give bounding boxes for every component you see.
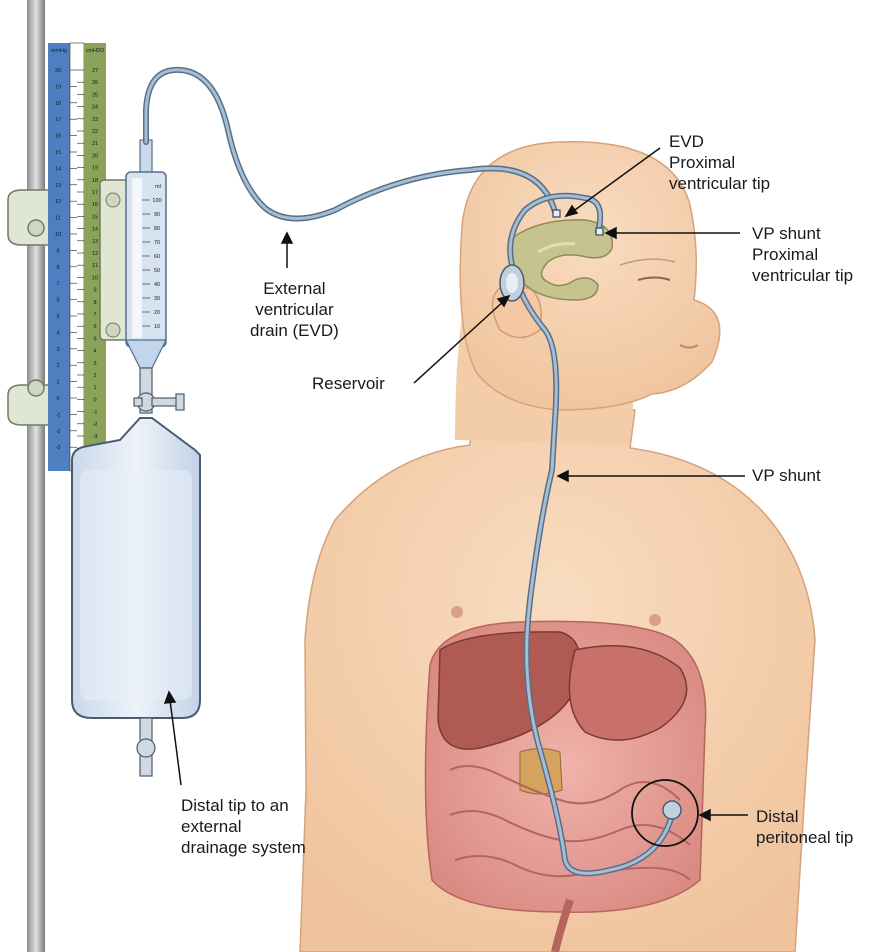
- chamber-header: ml: [155, 184, 161, 190]
- scale-label-cmh2o: 7: [93, 312, 96, 318]
- scale-label-cmh2o: 8: [93, 300, 96, 306]
- label-evd-proximal-tip: EVD Proximal ventricular tip: [669, 131, 770, 194]
- scale-label-cmh2o: 19: [92, 166, 98, 172]
- scale-label-cmh2o: 12: [92, 251, 98, 257]
- drip-chamber: ml 100 90 80 70 60 50 40 30 20 10: [126, 140, 166, 368]
- label-vp-shunt: VP shunt: [752, 465, 821, 486]
- evd-tip-marker: [553, 210, 560, 217]
- chamber-tick-label: 80: [154, 226, 160, 232]
- scale-label-mmhg: -2: [56, 429, 61, 435]
- chamber-tick-label: 40: [154, 282, 160, 288]
- label-distal-peritoneal-tip: Distal peritoneal tip: [756, 806, 853, 848]
- scale-header-left: mmHg: [51, 48, 67, 54]
- scale-label-cmh2o: 16: [92, 202, 98, 208]
- label-reservoir: Reservoir: [312, 373, 385, 394]
- scale-label-mmhg: 19: [55, 84, 61, 90]
- scale-label-cmh2o: 14: [92, 227, 98, 233]
- scale-label-cmh2o: 15: [92, 214, 98, 220]
- scale-label-cmh2o: 25: [92, 92, 98, 98]
- scale-label-mmhg: 6: [56, 298, 59, 304]
- scale-label-mmhg: 16: [55, 134, 61, 140]
- scale-label-cmh2o: 4: [93, 349, 96, 355]
- iv-pole: [27, 0, 45, 952]
- chamber-tick-label: 30: [154, 296, 160, 302]
- chamber-tick-label: 100: [152, 198, 161, 204]
- chamber-tick-label: 90: [154, 212, 160, 218]
- scale-label-mmhg: 0: [56, 396, 59, 402]
- scale-label-mmhg: 18: [55, 101, 61, 107]
- scale-label-mmhg: 12: [55, 199, 61, 205]
- scale-label-mmhg: 20: [55, 68, 61, 74]
- scale-label-mmhg: 8: [56, 265, 59, 271]
- scale-label-mmhg: 10: [55, 232, 61, 238]
- scale-label-mmhg: 4: [56, 330, 59, 336]
- label-external-ventricular-drain: External ventricular drain (EVD): [250, 278, 339, 341]
- scale-label-cmh2o: 24: [92, 105, 98, 111]
- vp-tip-marker: [596, 228, 603, 235]
- scale-label-mmhg: 2: [56, 363, 59, 369]
- scale-header-right: cmH2O: [86, 48, 105, 54]
- scale-label-mmhg: 15: [55, 150, 61, 156]
- scale-label-mmhg: -3: [56, 445, 61, 451]
- scale-label-cmh2o: 13: [92, 239, 98, 245]
- scale-label-mmhg: 11: [55, 216, 61, 222]
- scale-label-cmh2o: -1: [93, 410, 98, 416]
- stopcock: [134, 368, 184, 413]
- scale-label-mmhg: -1: [56, 412, 61, 418]
- scale-label-cmh2o: 20: [92, 153, 98, 159]
- peritoneal-tip-marker: [663, 801, 681, 819]
- scale-label-cmh2o: 2: [93, 373, 96, 379]
- scale-label-cmh2o: 10: [92, 275, 98, 281]
- chamber-tick-label: 60: [154, 254, 160, 260]
- scale-label-cmh2o: -3: [93, 434, 98, 440]
- scale-label-cmh2o: 22: [92, 129, 98, 135]
- label-distal-external: Distal tip to an external drainage syste…: [181, 795, 306, 858]
- scale-label-mmhg: 1: [56, 380, 59, 386]
- chamber-tick-label: 10: [154, 324, 160, 330]
- scale-label-cmh2o: -2: [93, 422, 98, 428]
- scale-label-mmhg: 5: [56, 314, 59, 320]
- chamber-tick-label: 70: [154, 240, 160, 246]
- scale-label-cmh2o: 27: [92, 68, 98, 74]
- scale-label-mmhg: 9: [56, 248, 59, 254]
- chamber-tick-label: 20: [154, 310, 160, 316]
- scale-label-mmhg: 7: [56, 281, 59, 287]
- scale-label-cmh2o: 23: [92, 117, 98, 123]
- scale-label-cmh2o: 21: [92, 141, 98, 147]
- scale-label-cmh2o: 5: [93, 336, 96, 342]
- reservoir-device: [500, 265, 524, 301]
- scale-label-mmhg: 14: [55, 166, 61, 172]
- scale-label-cmh2o: 9: [93, 288, 96, 294]
- scale-label-cmh2o: 6: [93, 324, 96, 330]
- scale-label-cmh2o: 1: [93, 385, 96, 391]
- scale-label-cmh2o: 26: [92, 80, 98, 86]
- scale-label-mmhg: 3: [56, 347, 59, 353]
- scale-label-cmh2o: 11: [92, 263, 98, 269]
- scale-label-mmhg: 17: [55, 117, 61, 123]
- drainage-bag: [72, 418, 200, 776]
- scale-label-cmh2o: 17: [92, 190, 98, 196]
- scale-label-cmh2o: 0: [93, 397, 96, 403]
- scale-label-mmhg: 13: [55, 183, 61, 189]
- label-vp-proximal-tip: VP shunt Proximal ventricular tip: [752, 223, 853, 286]
- scale-label-cmh2o: 18: [92, 178, 98, 184]
- chamber-tick-label: 50: [154, 268, 160, 274]
- scale-label-cmh2o: 3: [93, 361, 96, 367]
